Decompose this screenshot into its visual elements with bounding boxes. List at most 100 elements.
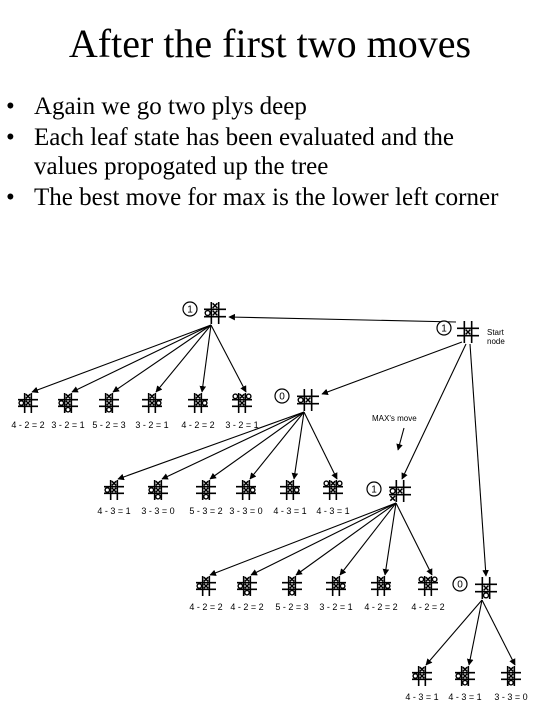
o-mark-icon [462,679,468,686]
o-mark-icon [196,583,203,589]
tic-tac-toe-board [455,666,475,686]
leaf-score-label: 3 - 3 = 0 [494,692,527,702]
x-mark-icon [203,480,209,486]
tic-tac-toe-board [501,666,521,686]
x-mark-icon [244,576,250,582]
o-mark-icon [455,673,462,679]
o-mark-icon [389,487,396,495]
tic-tac-toe-board [58,393,78,413]
leaf-score-label: 4 - 3 = 1 [97,506,130,516]
tree-edges [31,313,516,666]
x-mark-icon [106,393,112,399]
x-mark-icon [149,393,155,399]
x-mark-icon [333,583,339,589]
x-mark-icon [239,393,245,399]
tic-tac-toe-board [196,576,216,596]
leaf-score-label: 3 - 2 = 1 [135,420,168,430]
x-mark-icon [330,487,336,493]
leaf-score-label: 4 - 2 = 2 [364,602,397,612]
x-mark-icon [462,666,468,672]
x-mark-icon [203,487,209,493]
bullet-text: Each leaf state has been evaluated and t… [34,124,454,180]
leaf-score-label: 4 - 3 = 1 [273,506,306,516]
o-mark-icon [104,487,111,493]
x-mark-icon [419,666,425,672]
tic-tac-toe-board [99,393,119,413]
bullet-text: The best move for max is the lower left … [34,184,499,211]
tree-edge-arrow [250,502,397,576]
x-mark-icon [465,329,471,335]
leaf-score-label: 5 - 3 = 2 [189,506,222,516]
x-mark-icon [462,673,468,679]
tic-tac-toe-board [142,393,162,413]
x-mark-icon [305,397,311,403]
leaf-score-label: 4 - 3 = 1 [405,692,438,702]
tree-edge-arrow [339,502,397,576]
o-mark-icon [508,679,514,686]
bullet-dot-icon: • [6,93,15,120]
o-mark-icon [482,592,490,599]
max-move-label: MAX's move [372,414,417,423]
tic-tac-toe-board [389,480,411,502]
leaf-score-label: 4 - 2 = 2 [411,602,444,612]
o-mark-icon [323,480,330,487]
o-mark-icon [232,393,239,400]
leaf-score-label: 3 - 2 = 1 [319,602,352,612]
tic-tac-toe-board [371,576,391,596]
tic-tac-toe-board [236,480,256,500]
tic-tac-toe-board [196,480,216,500]
x-mark-icon [155,487,161,493]
x-mark-icon [389,495,396,502]
o-mark-icon [203,493,209,500]
o-mark-icon [245,393,252,400]
o-mark-icon [289,589,295,596]
tic-tac-toe-board [232,393,252,413]
node-value-label: 1 [441,324,447,335]
x-mark-icon [333,576,339,582]
tree-edge-arrow [303,411,338,480]
node-value-circle [274,388,290,404]
x-mark-icon [397,488,403,494]
tic-tac-toe-board [282,576,302,596]
x-mark-icon [243,487,249,493]
tree-edge-arrow [199,324,212,393]
node-value-circle [182,301,198,317]
x-mark-icon [425,576,431,582]
o-mark-icon [106,406,112,413]
node-value-label: 0 [279,392,285,403]
leaf-score-label: 4 - 2 = 2 [230,602,263,612]
o-mark-icon [293,487,300,493]
tree-edge-arrow [210,324,247,393]
o-mark-icon [431,576,438,583]
leaf-score-label: 4 - 2 = 2 [11,420,44,430]
x-mark-icon [378,576,384,582]
x-mark-icon [65,393,71,399]
o-mark-icon [249,487,256,493]
o-mark-icon [201,400,208,406]
tic-tac-toe-board [457,321,479,343]
o-mark-icon [412,673,419,679]
leaf-score-label: 3 - 3 = 0 [229,506,262,516]
bullet-item: •Again we go two plys deep [0,92,520,121]
node-value-circle [452,576,468,592]
o-mark-icon [384,583,391,589]
slide-title: After the first two moves [68,21,472,66]
leaf-score-label: 4 - 2 = 2 [189,602,222,612]
bullet-dot-icon: • [6,124,15,151]
o-mark-icon [148,487,155,493]
leaf-score-label: 4 - 2 = 2 [181,420,214,430]
x-mark-icon [65,400,71,406]
node-value-label: 1 [371,485,377,496]
tic-tac-toe-board [237,576,257,596]
start-node-label-line: node [487,337,505,346]
tree-edge-arrow [249,411,305,480]
tree-edge-arrow [321,341,463,396]
bullet-dot-icon: • [6,184,15,211]
tic-tac-toe-board [280,480,300,500]
tree-edge-arrow [395,502,433,576]
x-mark-icon [195,393,201,399]
o-mark-icon [58,400,65,406]
